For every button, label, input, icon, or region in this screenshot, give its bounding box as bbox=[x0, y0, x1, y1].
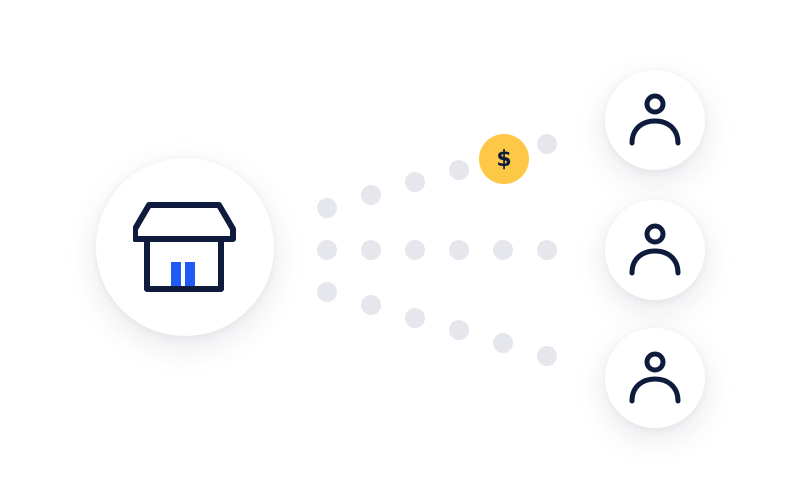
bottom-path-dot bbox=[537, 346, 557, 366]
customer-node-1 bbox=[605, 70, 705, 170]
top-path-dot bbox=[405, 172, 425, 193]
user-icon bbox=[629, 223, 681, 276]
middle-path-dot bbox=[537, 240, 557, 260]
coin-symbol: $ bbox=[496, 146, 512, 172]
storefront-icon bbox=[133, 202, 236, 292]
middle-path-dot bbox=[493, 240, 513, 260]
bottom-path-dot bbox=[449, 320, 469, 341]
bottom-path-dot bbox=[317, 282, 337, 302]
top-path-dot bbox=[361, 185, 381, 206]
store-node bbox=[96, 158, 274, 336]
user-icon bbox=[629, 351, 681, 404]
storefront-walls bbox=[144, 239, 224, 292]
middle-path-dot bbox=[361, 240, 381, 260]
customer-node-3 bbox=[605, 328, 705, 428]
middle-path-dot bbox=[405, 240, 425, 260]
user-icon bbox=[629, 93, 681, 146]
storefront-door-left bbox=[171, 262, 181, 286]
dollar-coin-icon: $ bbox=[479, 134, 529, 184]
bottom-path-dot bbox=[361, 294, 381, 315]
storefront-door-right bbox=[185, 262, 195, 286]
storefront-roof bbox=[133, 202, 236, 242]
customer-node-2 bbox=[605, 200, 705, 300]
bottom-path-dot bbox=[493, 333, 513, 354]
top-path-dot bbox=[317, 198, 337, 218]
bottom-path-dot bbox=[405, 307, 425, 328]
middle-path-dot bbox=[449, 240, 469, 260]
top-path-dot bbox=[449, 159, 469, 180]
top-path-dot bbox=[537, 134, 557, 154]
middle-path-dot bbox=[317, 240, 337, 260]
